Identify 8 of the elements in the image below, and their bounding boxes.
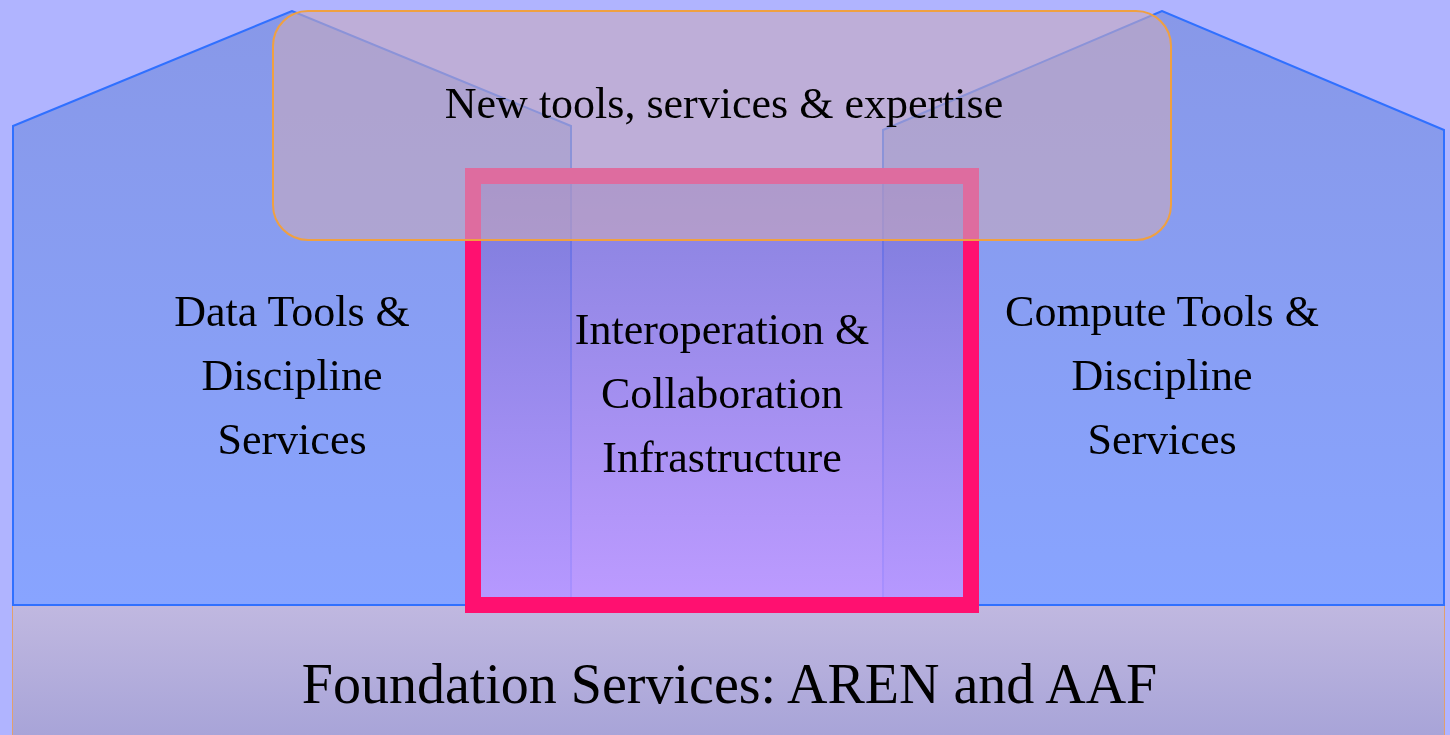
node-label: Foundation Services: AREN and AAF [300,652,1159,717]
foundation-band [12,606,1445,735]
rounded-panel [272,10,1172,241]
node-label: Compute Tools & Discipline Services [1004,286,1320,466]
node-label: Data Tools & Discipline Services [173,286,411,466]
node-label: New tools, services & expertise [443,78,1005,130]
node-label: Interoperation & Collaboration Infrastructure [573,304,871,484]
infrastructure-frame [465,168,979,613]
